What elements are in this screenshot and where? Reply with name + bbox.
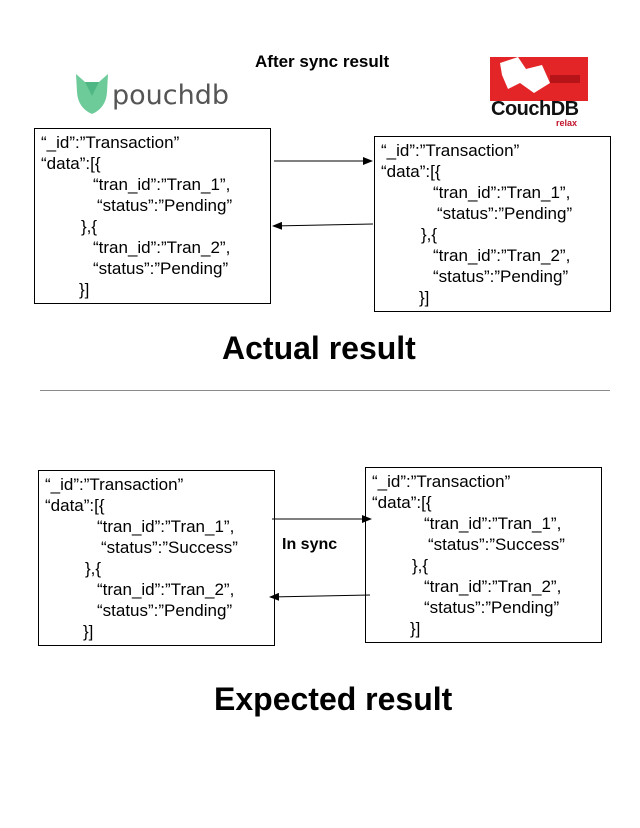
tran2-id-line: “tran_id”:”Tran_2”, (97, 580, 235, 599)
doc-id-line: “_id”:”Transaction” (372, 472, 511, 491)
tran2-id-line: “tran_id”:”Tran_2”, (424, 577, 562, 596)
actual-pouchdb-document: “_id”:”Transaction” “data”:[{ “tran_id”:… (34, 128, 271, 304)
section-divider (40, 390, 610, 391)
expected-couchdb-document: “_id”:”Transaction” “data”:[{ “tran_id”:… (365, 467, 602, 643)
pouchdb-logo-text: pouchdb (112, 80, 230, 111)
doc-data-line: “data”:[{ (372, 493, 432, 512)
tran2-status-line: “status”:”Pending” (424, 598, 560, 617)
couchdb-logo-tagline: relax (556, 118, 578, 128)
array-end-line: }] (419, 288, 430, 307)
tran2-id-line: “tran_id”:”Tran_2”, (433, 246, 571, 265)
expected-pouchdb-document: “_id”:”Transaction” “data”:[{ “tran_id”:… (38, 470, 275, 646)
in-sync-label: In sync (282, 536, 338, 553)
doc-data-line: “data”:[{ (45, 496, 105, 515)
tran2-id-line: “tran_id”:”Tran_2”, (93, 238, 231, 257)
tran2-status-line: “status”:”Pending” (433, 267, 569, 286)
doc-id-line: “_id”:”Transaction” (41, 133, 180, 152)
doc-id-line: “_id”:”Transaction” (45, 475, 184, 494)
tran1-status-line: “status”:”Pending” (437, 204, 573, 223)
tran1-id-line: “tran_id”:”Tran_1”, (93, 175, 231, 194)
array-separator-line: },{ (421, 225, 438, 244)
array-end-line: }] (83, 622, 94, 641)
tran1-status-line: “status”:”Success” (428, 535, 565, 554)
array-end-line: }] (410, 619, 421, 638)
doc-id-line: “_id”:”Transaction” (381, 141, 520, 160)
array-separator-line: },{ (412, 556, 429, 575)
doc-data-line: “data”:[{ (41, 154, 101, 173)
diagram-title: After sync result (255, 52, 390, 71)
tran1-id-line: “tran_id”:”Tran_1”, (433, 183, 571, 202)
actual-pull-arrow (272, 221, 374, 230)
tran1-status-line: “status”:”Pending” (97, 196, 233, 215)
expected-result-heading: Expected result (214, 681, 453, 717)
tran2-status-line: “status”:”Pending” (93, 259, 229, 278)
tran1-status-line: “status”:”Success” (101, 538, 238, 557)
couchdb-logo-text: CouchDB (491, 98, 579, 120)
doc-data-line: “data”:[{ (381, 162, 441, 181)
array-separator-line: },{ (81, 217, 98, 236)
tran1-id-line: “tran_id”:”Tran_1”, (424, 514, 562, 533)
pouchdb-logo-icon (76, 74, 108, 114)
expected-pull-arrow (269, 592, 371, 601)
couchdb-logo-icon (490, 57, 588, 101)
array-separator-line: },{ (85, 559, 102, 578)
actual-result-heading: Actual result (222, 330, 416, 366)
tran1-id-line: “tran_id”:”Tran_1”, (97, 517, 235, 536)
array-end-line: }] (79, 280, 90, 299)
actual-couchdb-document: “_id”:”Transaction” “data”:[{ “tran_id”:… (374, 136, 611, 312)
tran2-status-line: “status”:”Pending” (97, 601, 233, 620)
